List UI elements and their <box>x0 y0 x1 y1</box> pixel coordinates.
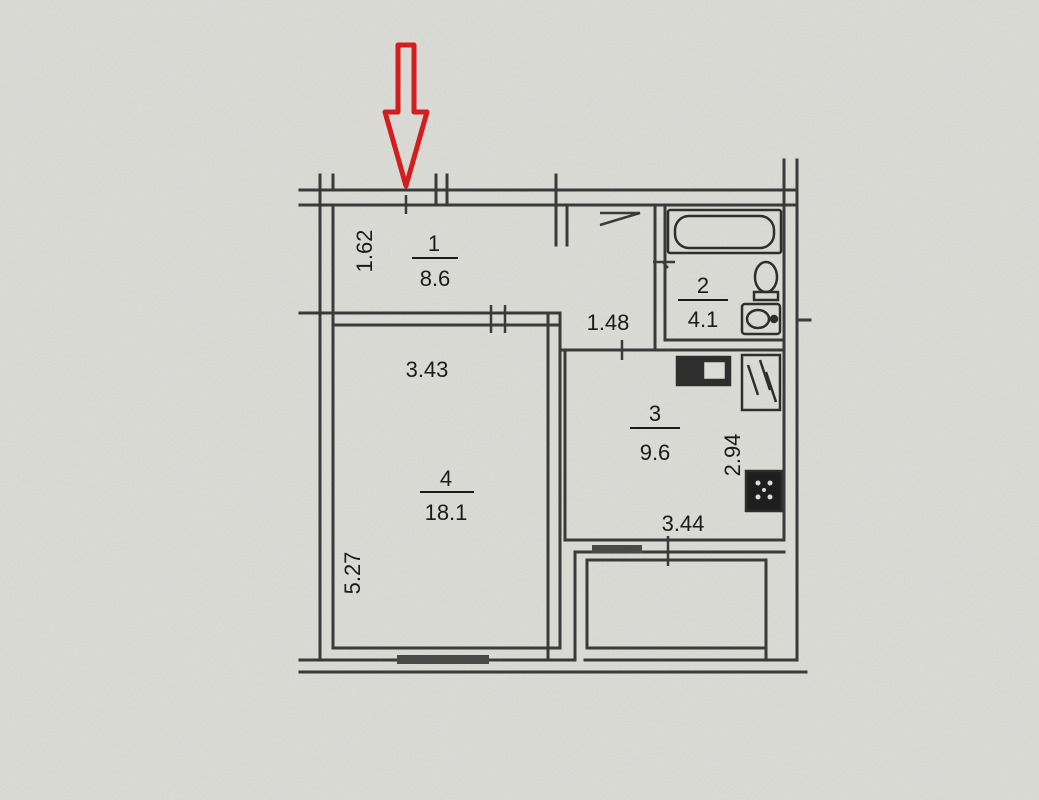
room-4-height-dimension: 5.27 <box>340 552 365 595</box>
hall-living-wall <box>298 311 562 327</box>
kitchen-window <box>592 545 642 553</box>
room-4-living-label: 3.43 4 18.1 5.27 <box>340 357 474 594</box>
kitchen-counter-icon <box>740 353 782 412</box>
living-window <box>397 655 489 664</box>
room-4-area: 18.1 <box>425 500 468 525</box>
hall-door-mark <box>489 305 507 333</box>
room-4-number: 4 <box>440 466 452 491</box>
living-right-wall <box>546 311 562 662</box>
room-2-area: 4.1 <box>688 307 719 332</box>
fridge-icon <box>744 469 784 513</box>
entrance-arrow-icon <box>382 42 430 189</box>
sink-icon <box>740 302 782 336</box>
hall-door-swing <box>599 211 641 227</box>
balcony-walls <box>573 550 768 662</box>
room-1-dimension: 1.62 <box>352 230 377 273</box>
room-1-area: 8.6 <box>420 266 451 291</box>
bath-door-mark <box>653 260 675 269</box>
openings <box>404 195 675 566</box>
room-2-number: 2 <box>697 273 709 298</box>
room-3-dimension: 2.94 <box>720 434 745 477</box>
room-3-number-text: 3 <box>649 401 661 426</box>
room-2-bathroom-label: 2 4.1 <box>678 273 728 332</box>
hall-inner-wall <box>554 203 569 247</box>
toilet-icon <box>752 260 780 302</box>
bathtub-icon <box>666 208 783 255</box>
room-1-number: 1 <box>428 231 440 256</box>
room-4-width-dimension: 3.43 <box>406 357 449 382</box>
top-wall <box>298 188 798 207</box>
left-wall <box>318 188 335 662</box>
corridor-width-dimension: 1.48 <box>587 310 630 335</box>
fixtures <box>666 208 784 513</box>
stove-icon <box>675 355 732 387</box>
windows <box>397 545 642 664</box>
top-wall-stubs <box>318 173 558 207</box>
kitchen-width-dimension: 3.44 <box>662 511 705 536</box>
bathroom-walls <box>653 203 786 352</box>
room-1-hall-label: 1 8.6 1.62 <box>352 230 458 291</box>
room-3-area: 9.6 <box>640 440 671 465</box>
